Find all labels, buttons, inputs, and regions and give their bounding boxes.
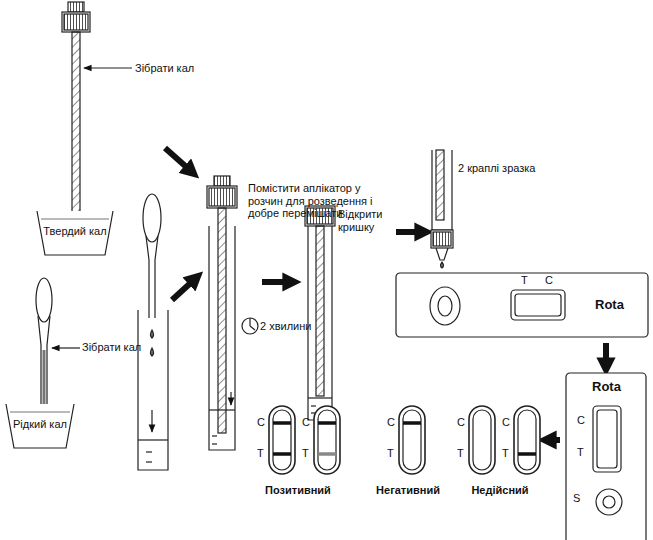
time-note: 2 хвилини (260, 320, 320, 333)
test-line (273, 421, 291, 425)
test-line (318, 421, 336, 425)
node-text: T (457, 447, 464, 460)
node-text: C (257, 416, 265, 429)
step-note: Відкрити кришку (338, 208, 394, 233)
step-note: Зібрати кал (135, 62, 215, 75)
sample-well (596, 489, 622, 515)
node-text: C (302, 416, 310, 429)
oval-window (469, 406, 495, 474)
result-window: CT (385, 405, 427, 475)
pipette-and-tube (138, 194, 168, 470)
step-note: 2 краплі зразка (458, 162, 558, 175)
pipette (36, 278, 52, 425)
step-note: Зібрати кал (82, 341, 162, 354)
node-text: C (502, 416, 510, 429)
result-caption: Недійсний (450, 484, 550, 497)
test-cassette: T C Rota (395, 272, 649, 338)
shape-outline (500, 405, 542, 475)
stool-cup: Твердий кал (35, 205, 115, 257)
test-line (403, 421, 421, 425)
oval-window (314, 406, 340, 474)
node-text: Твердий кал (39, 225, 111, 238)
result-window (593, 406, 621, 472)
node-text: Rota (592, 380, 621, 395)
oval-window (514, 406, 540, 474)
node-text: C (577, 414, 585, 427)
node-text: Rota (595, 298, 624, 313)
node-text: T (257, 447, 264, 460)
test-line (518, 452, 536, 456)
result-caption: Позитивний (250, 484, 346, 497)
tube-with-applicator (207, 176, 237, 450)
node-text: S (573, 492, 580, 505)
test-cassette: RotaC T S (565, 372, 647, 536)
cup-outline (6, 404, 74, 448)
shape-outline (255, 405, 297, 475)
shape-outline (385, 405, 427, 475)
stool-level (10, 411, 70, 412)
test-line (273, 452, 291, 456)
node-text: T (302, 447, 309, 460)
result-caption: Негативний (360, 484, 456, 497)
stool-cup: Рідкий кал (4, 398, 76, 450)
cup-outline (37, 211, 113, 255)
dropper-tube (431, 150, 453, 268)
cassette-body (396, 273, 648, 337)
node-text: T (387, 447, 394, 460)
node-text: C (387, 416, 395, 429)
node-text: T (502, 447, 509, 460)
oval-window (269, 406, 295, 474)
sample-well (430, 287, 460, 325)
result-window: CT (500, 405, 542, 475)
node-text: Рідкий кал (8, 418, 72, 431)
flow-arrow (603, 343, 609, 367)
shape-outline (300, 405, 342, 475)
stool-level (41, 218, 109, 219)
result-window (511, 290, 565, 320)
open-tube (305, 206, 335, 420)
oval-window (399, 406, 425, 474)
result-window: CT (300, 405, 342, 475)
result-window: CT (455, 405, 497, 475)
node-text: T (577, 446, 584, 459)
result-window: CT (255, 405, 297, 475)
test-line (318, 452, 336, 456)
flow-arrow (547, 437, 560, 443)
node-text: C (457, 416, 465, 429)
clock-icon (242, 318, 258, 334)
shape-outline (455, 405, 497, 475)
node-text: C (545, 274, 553, 287)
cassette-body (566, 373, 646, 540)
node-text: T (521, 274, 528, 287)
applicator (62, 2, 90, 212)
